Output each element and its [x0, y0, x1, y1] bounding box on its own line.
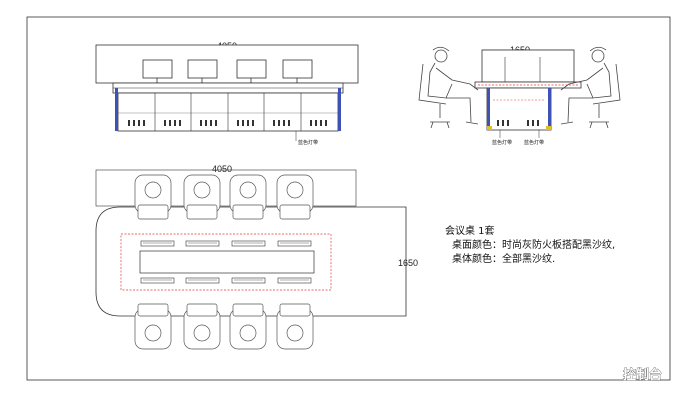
- side-upper-panel: [481, 49, 575, 83]
- side-desk-body: [486, 87, 552, 131]
- red-dashed-area: [120, 233, 332, 291]
- blue-light-strip-right: [338, 88, 341, 131]
- plan-chairs-top: [134, 174, 314, 220]
- notes-line-1: 桌面颜色：时尚灰防火板搭配黑沙纹,: [452, 238, 615, 251]
- side-light-strip-label-right: 蓝色灯带: [524, 139, 544, 146]
- front-vents: [128, 120, 327, 126]
- spec-notes: 会议桌 1套 桌面颜色：时尚灰防火板搭配黑沙纹, 桌体颜色：全部黑沙纹.: [445, 224, 615, 265]
- plan-view: 4050 1650: [95, 164, 418, 350]
- front-monitors: [142, 59, 313, 83]
- side-light-strip-label-left: 蓝色灯带: [492, 139, 512, 146]
- seated-person-left: [418, 46, 479, 129]
- plan-chairs-bottom: [134, 303, 314, 350]
- plan-keyboards: [140, 240, 312, 284]
- seated-person-right: [560, 46, 621, 129]
- front-light-strip-label: 蓝色灯带: [298, 139, 318, 146]
- plan-length-label: 4050: [212, 164, 232, 174]
- plan-depth-label: 1650: [398, 258, 418, 268]
- notes-title: 会议桌 1套: [445, 224, 495, 237]
- blue-light-strip-left: [115, 88, 118, 131]
- front-elevation: 4050: [95, 41, 359, 146]
- watermark-text: 控制台: [623, 367, 662, 383]
- notes-line-2: 桌体颜色：全部黑沙纹.: [452, 252, 555, 265]
- front-upper-panel: [95, 44, 359, 84]
- sheet-border: [26, 16, 671, 381]
- side-elevation: 1650 蓝色灯带 蓝色灯带: [418, 45, 621, 146]
